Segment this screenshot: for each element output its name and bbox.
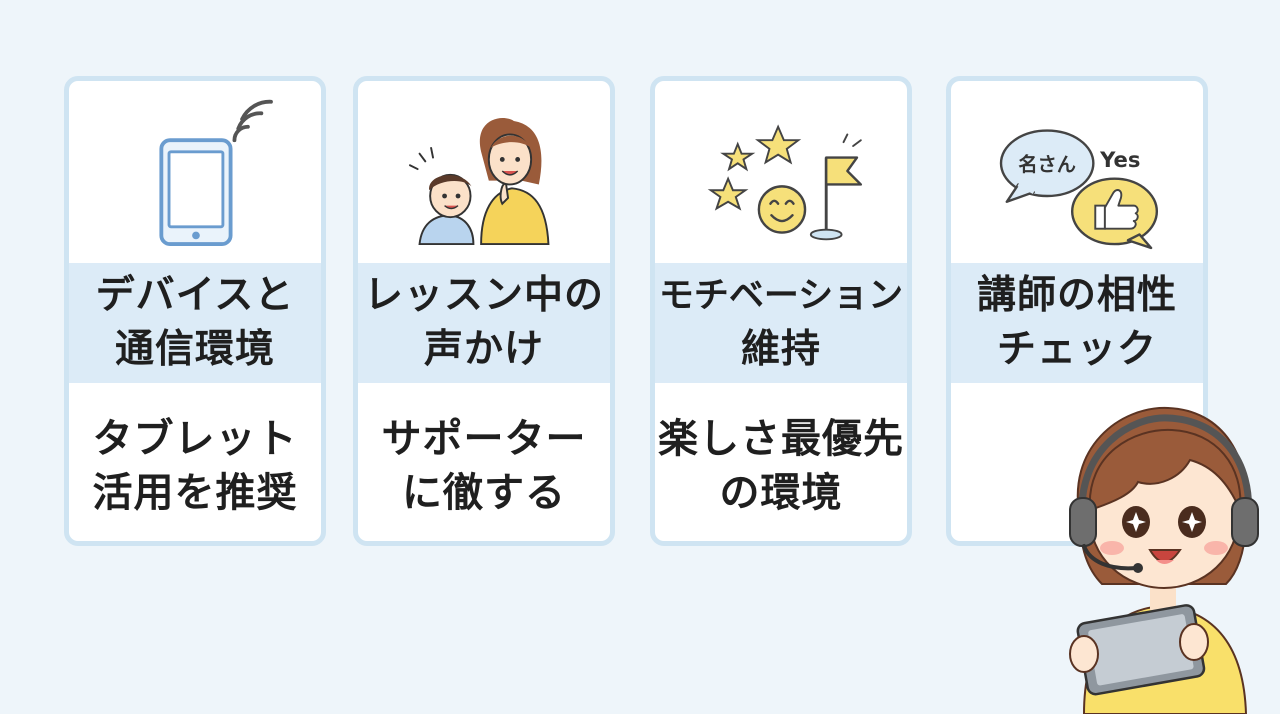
- card-title-line-2: 声かけ: [423, 327, 544, 372]
- card-body: タブレット 活用を推奨: [69, 396, 321, 536]
- card-title: モチベーション 維持: [655, 263, 907, 383]
- card-title: 講師の相性 チェック: [951, 263, 1203, 383]
- card-title-line-2: 維持: [740, 327, 821, 372]
- bubble-right-text: Yes: [1099, 147, 1140, 172]
- card-voice: レッスン中の 声かけ サポーター に徹する: [353, 76, 615, 546]
- card-body-line-1: 楽しさ最優先: [658, 416, 904, 462]
- card-title: レッスン中の 声かけ: [358, 263, 610, 383]
- bubble-left-text: 名さん: [1018, 153, 1076, 176]
- card-title: デバイスと 通信環境: [69, 263, 321, 383]
- card-motivation: モチベーション 維持 楽しさ最優先 の環境: [650, 76, 912, 546]
- speech-bubbles-icon: 名さん Yes: [999, 129, 1159, 250]
- card-body: サポーター に徹する: [358, 396, 610, 536]
- card-body-line-2: に徹する: [402, 470, 566, 516]
- card-title-line-2: 通信環境: [114, 327, 275, 372]
- stars-smiley-flag-icon: [707, 124, 863, 241]
- card-body-line-1: タブレット: [92, 416, 298, 462]
- card-title-line-1: 講師の相性: [976, 273, 1177, 318]
- tablet-wifi-icon: [159, 99, 273, 247]
- card-title-line-1: レッスン中の: [363, 273, 604, 318]
- mascot-girl-illustration: [1069, 406, 1259, 714]
- card-body-line-2: の環境: [719, 470, 843, 516]
- card-title-line-1: モチベーション: [658, 276, 904, 316]
- parent-child-icon: [408, 117, 550, 246]
- card-body-line-1: サポーター: [381, 416, 587, 462]
- card-title-line-1: デバイスと: [95, 273, 295, 318]
- card-body-line-2: 活用を推奨: [92, 470, 298, 516]
- card-title-line-2: チェック: [996, 327, 1157, 372]
- card-body: 楽しさ最優先 の環境: [655, 396, 907, 536]
- card-device: デバイスと 通信環境 タブレット 活用を推奨: [64, 76, 326, 546]
